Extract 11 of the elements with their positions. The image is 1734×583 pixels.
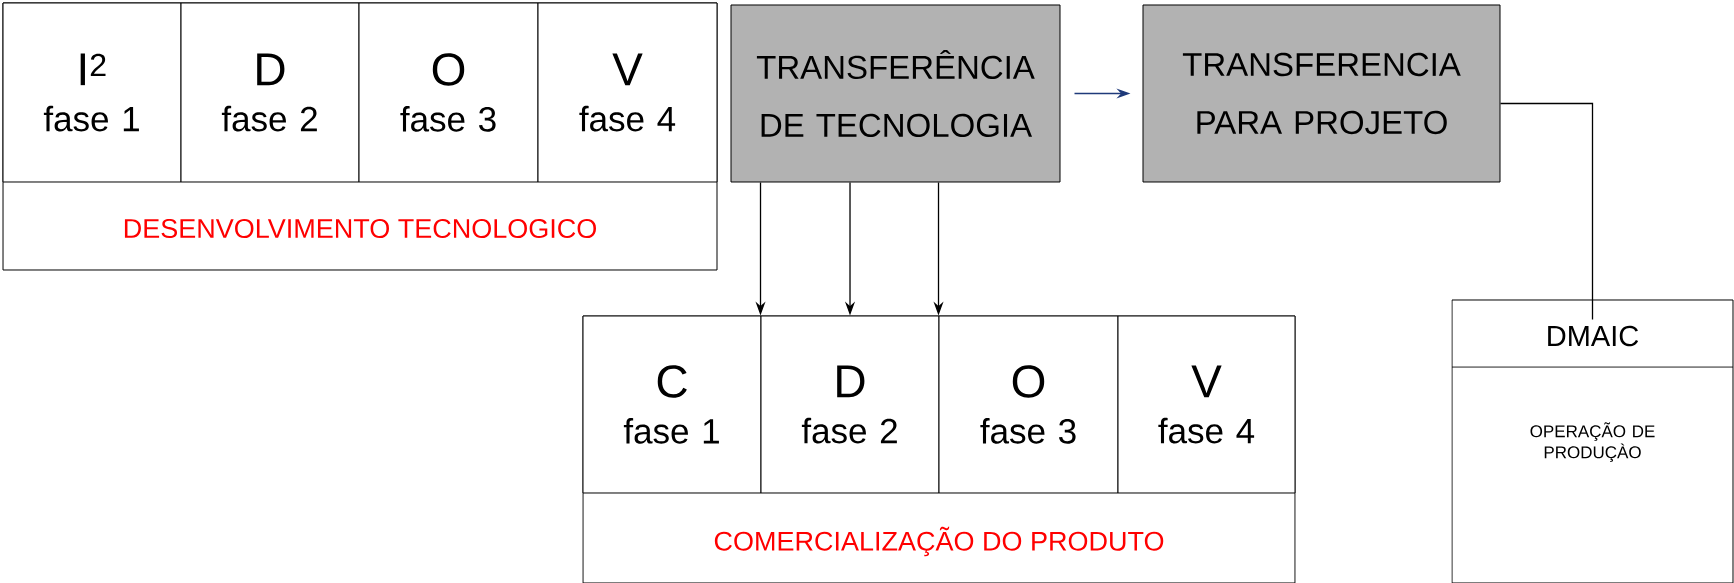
phase-cell: I$^{2}$ fase 1 bbox=[2, 2, 182, 183]
phase-cell: V fase 4 bbox=[537, 2, 718, 183]
phase-cell: O fase 3 bbox=[938, 315, 1119, 494]
transfer-box: TRANSFERÊNCIA DE TECNOLOGIA bbox=[730, 4, 1061, 183]
process-box: DMAIC OPERAÇÃO DE PRODUÇÀO bbox=[1451, 299, 1734, 583]
phase-cell: D fase 2 bbox=[760, 315, 940, 494]
phase-cell: C fase 1 bbox=[582, 315, 762, 494]
transfer-box: TRANSFERENCIA PARA PROJETO bbox=[1142, 4, 1501, 183]
phase-cell: V fase 4 bbox=[1117, 315, 1296, 494]
phase-cell: O fase 3 bbox=[358, 2, 539, 183]
phase-cell: D fase 2 bbox=[180, 2, 360, 183]
